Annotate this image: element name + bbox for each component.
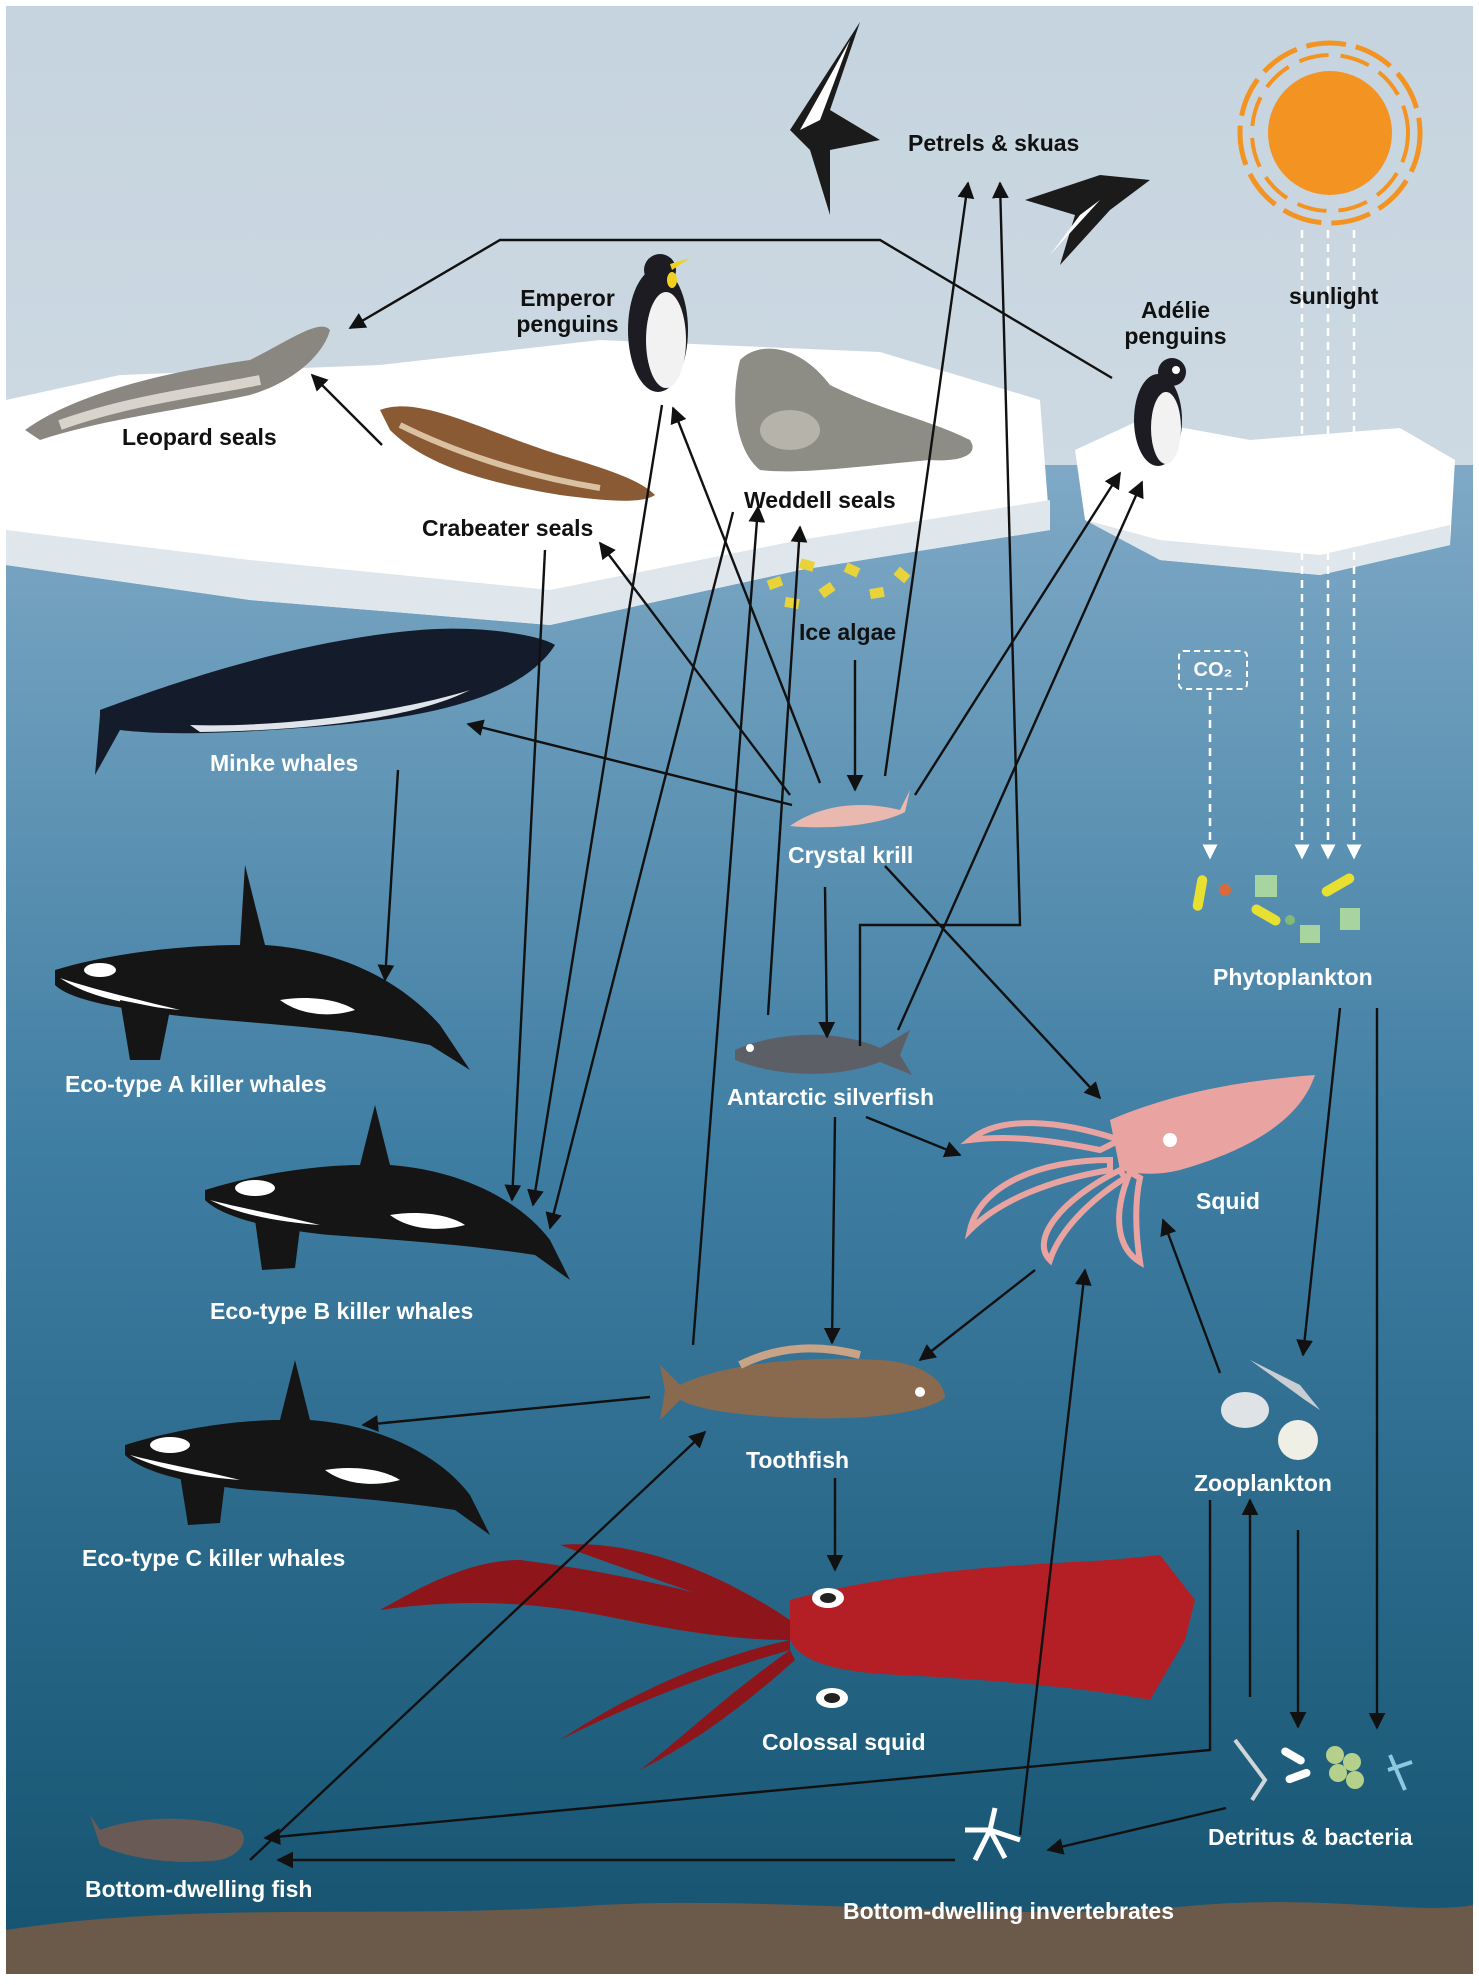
weddell-seals-label: Weddell seals <box>744 487 896 513</box>
crystal-krill-label: Crystal krill <box>788 842 913 868</box>
seabed <box>6 1902 1473 1974</box>
crabeater-seals-label: Crabeater seals <box>422 515 593 541</box>
detritus-bacteria-label: Detritus & bacteria <box>1208 1824 1413 1850</box>
bottom-dwelling-fish-label: Bottom-dwelling fish <box>85 1876 312 1902</box>
emperor-penguins-label: Emperor penguins <box>510 285 625 337</box>
toothfish-label: Toothfish <box>746 1447 849 1473</box>
minke-whales-label: Minke whales <box>210 750 358 776</box>
zooplankton-label: Zooplankton <box>1194 1470 1332 1496</box>
antarctic-silverfish-label: Antarctic silverfish <box>727 1084 934 1110</box>
co2-box: CO₂ <box>1178 650 1248 690</box>
sunlight-label: sunlight <box>1289 283 1378 309</box>
killer-whales-b-label: Eco-type B killer whales <box>210 1298 473 1324</box>
squid-label: Squid <box>1196 1188 1260 1214</box>
petrels-skuas-label: Petrels & skuas <box>908 130 1079 156</box>
ice-algae-label: Ice algae <box>799 619 896 645</box>
adelie-penguins-label: Adélie penguins <box>1118 297 1233 349</box>
colossal-squid-label: Colossal squid <box>762 1729 926 1755</box>
killer-whales-c-label: Eco-type C killer whales <box>82 1545 345 1571</box>
phytoplankton-label: Phytoplankton <box>1213 964 1373 990</box>
bottom-dwelling-invertebrates-label: Bottom-dwelling invertebrates <box>843 1898 1174 1924</box>
leopard-seals-label: Leopard seals <box>122 424 277 450</box>
killer-whales-a-label: Eco-type A killer whales <box>65 1071 327 1097</box>
